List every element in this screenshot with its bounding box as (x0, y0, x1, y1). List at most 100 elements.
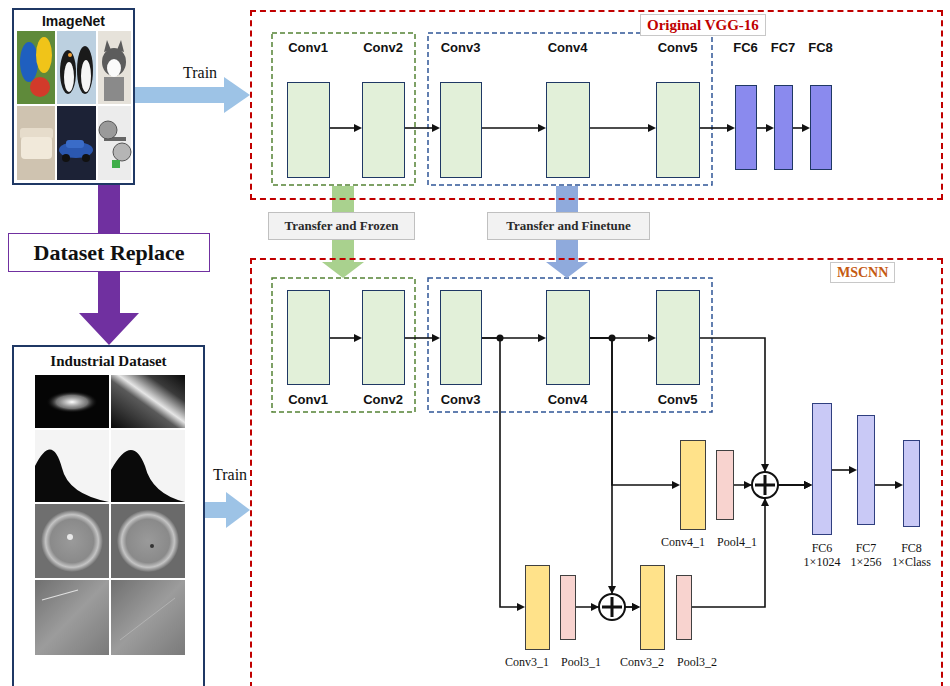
connector (875, 481, 903, 489)
layer-group-frame (272, 33, 712, 412)
connector-line (205, 502, 227, 518)
connector (590, 338, 640, 611)
imagenet-photos-part (60, 50, 76, 94)
conv-block: Conv5 (656, 82, 700, 178)
connector-line (405, 337, 433, 339)
imagenet-photos-part (81, 60, 91, 92)
node-label: 1×Class (832, 555, 950, 569)
node-label: Conv2 (303, 392, 463, 407)
sum-symbol-part (752, 472, 778, 498)
edge-label: Train (213, 466, 247, 484)
industrial-photos-part (67, 534, 73, 540)
fc-layer: FC8 (810, 85, 832, 170)
imagenet-photos-part (82, 154, 90, 162)
node-label: Conv4 (488, 392, 648, 407)
connector (482, 124, 546, 132)
arrowhead (727, 124, 735, 132)
connector-line (590, 127, 649, 129)
industrial-photos-part (111, 430, 185, 502)
dataset-panel: Industrial Dataset (12, 345, 205, 686)
industrial-photos-part (117, 510, 179, 572)
connector (757, 124, 774, 132)
connector (405, 124, 440, 132)
arrowhead (432, 124, 440, 132)
connector (700, 124, 735, 132)
edge-label-text: Train (213, 466, 247, 484)
imagenet-photos-part (112, 160, 120, 168)
imagenet-photos-part (104, 77, 124, 101)
node-label: FC7 (786, 541, 946, 555)
connector (590, 124, 656, 132)
arrowhead (517, 603, 525, 611)
branch-conv: Conv3_2 (640, 565, 665, 650)
connector-line (330, 127, 355, 129)
edge-label: Train (183, 64, 217, 82)
connector-line (482, 127, 539, 129)
imagenet-photos-part (68, 53, 72, 57)
imagenet-photos-part (57, 31, 96, 104)
arrowhead (849, 466, 857, 474)
arrowhead (538, 124, 546, 132)
node-label: Original VGG-16 (640, 14, 766, 36)
industrial-photos-part (111, 504, 185, 578)
arrowhead (632, 603, 640, 611)
connector-line (135, 87, 225, 103)
arrowhead (226, 492, 250, 528)
step-box: Dataset Replace (8, 233, 210, 272)
arrowhead (354, 334, 362, 342)
imagenet-photos-part (98, 106, 131, 180)
junction-dot-part (497, 335, 504, 342)
connector (109, 185, 110, 233)
industrial-photos-part (35, 375, 109, 428)
industrial-photos-part (35, 504, 109, 578)
connector (330, 334, 362, 342)
industrial-photos-part (41, 510, 103, 572)
connector (205, 492, 250, 528)
connector-line (757, 127, 767, 129)
branch-conv: Conv4_1 (680, 440, 706, 530)
imagenet-photos-part (107, 59, 121, 77)
conv-block: Conv5 (656, 290, 700, 385)
conv-block: Conv2 (362, 290, 405, 385)
dataset-panel: ImageNet (12, 8, 135, 185)
connector (832, 466, 857, 474)
imagenet-photos-part (98, 31, 131, 104)
imagenet-photos-part (17, 31, 55, 104)
imagenet-photos-part (102, 48, 126, 76)
imagenet-photos-part (99, 121, 117, 139)
imagenet-photos-part (64, 62, 74, 92)
pool-layer: Pool3_1 (560, 575, 576, 640)
conv-block: Conv4 (546, 82, 590, 178)
industrial-photos-part (120, 598, 175, 640)
imagenet-photos-part (113, 143, 131, 161)
arrowhead (432, 334, 440, 342)
imagenet-photos (17, 31, 131, 180)
imagenet-photos-part (66, 140, 84, 148)
node-label: Industrial Dataset (14, 347, 203, 370)
connector (79, 272, 139, 345)
arrowhead (895, 481, 903, 489)
arrowhead (802, 124, 810, 132)
branch-conv: Conv3_1 (525, 565, 550, 650)
sum-input-arrowhead-part (761, 498, 769, 506)
connector-line (330, 337, 355, 339)
sum-input-arrowhead-part (744, 481, 752, 489)
imagenet-photos-part (36, 37, 52, 73)
layer-group-frame-part (428, 33, 712, 185)
connector-line (590, 338, 633, 607)
imagenet-photos-part (17, 106, 55, 180)
connector (405, 334, 440, 342)
node-label: Conv5 (598, 392, 758, 407)
node-label: Conv4_1 (545, 535, 705, 549)
transfer-box: Transfer and Finetune (487, 212, 650, 240)
node-label: MSCNN (830, 262, 895, 283)
sum-symbol-part (599, 594, 625, 620)
node-label: ImageNet (14, 10, 133, 30)
node-label: Conv3_2 (504, 655, 664, 669)
imagenet-photos-part (57, 106, 96, 180)
conv-block: Conv1 (287, 82, 330, 178)
sum-input-arrowhead-part (591, 603, 599, 611)
conv-block: Conv2 (362, 82, 405, 178)
arrowhead (804, 481, 812, 489)
node-label: Conv4 (488, 40, 648, 55)
